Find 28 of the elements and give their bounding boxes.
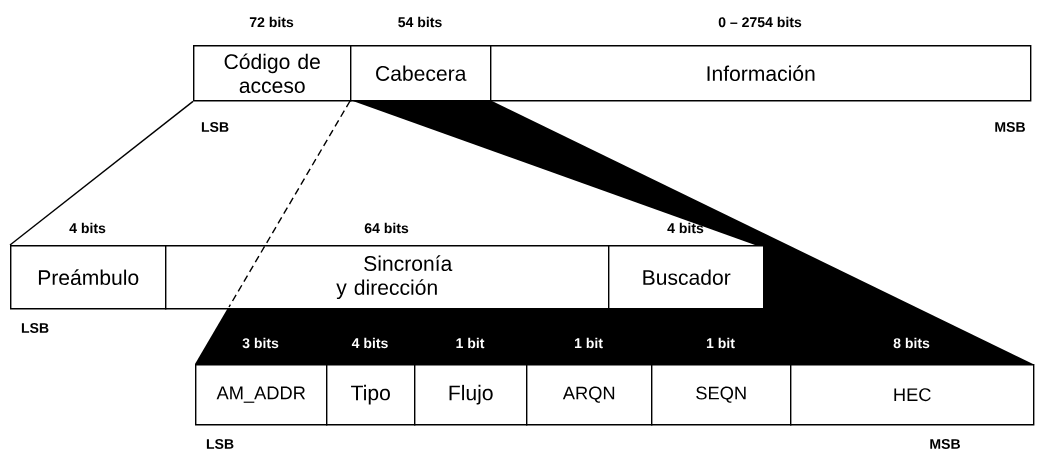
field-box: Tipo xyxy=(326,364,416,426)
bit-size-label: 8 bits xyxy=(893,337,930,349)
field-box: Cabecera xyxy=(350,45,492,102)
field-box: ARQN xyxy=(526,364,653,426)
bit-size-label: 1 bit xyxy=(456,337,485,349)
bit-size-label: 4 bits xyxy=(667,222,704,234)
bit-size-label: 4 bits xyxy=(351,337,388,349)
bit-size-label: 4 bits xyxy=(69,222,106,234)
bit-size-label: 3 bits xyxy=(242,337,279,349)
field-box: HEC xyxy=(790,364,1035,426)
bit-size-label: 54 bits xyxy=(398,16,442,28)
bit-size-label: 64 bits xyxy=(364,222,409,234)
bit-size-label: 1 bit xyxy=(574,337,603,349)
field-box: SEQN xyxy=(651,364,792,426)
bit-size-label: 0 – 2754 bits xyxy=(718,16,802,28)
bit-size-label: 1 bit xyxy=(706,337,735,349)
field-box: Buscador xyxy=(608,245,765,310)
field-box: Preámbulo xyxy=(10,245,167,310)
field-box: Flujo xyxy=(414,364,528,426)
field-box: Código de acceso xyxy=(193,45,352,102)
expansion-line xyxy=(9,100,194,246)
bit-order-label: LSB xyxy=(206,439,234,449)
field-box: AM_ADDR xyxy=(195,364,328,426)
bit-order-label: MSB xyxy=(930,439,960,449)
bit-order-label: LSB xyxy=(21,323,49,333)
bit-order-label: MSB xyxy=(995,122,1025,132)
bit-size-label: 72 bits xyxy=(249,16,294,28)
bit-order-label: LSB xyxy=(201,122,229,132)
